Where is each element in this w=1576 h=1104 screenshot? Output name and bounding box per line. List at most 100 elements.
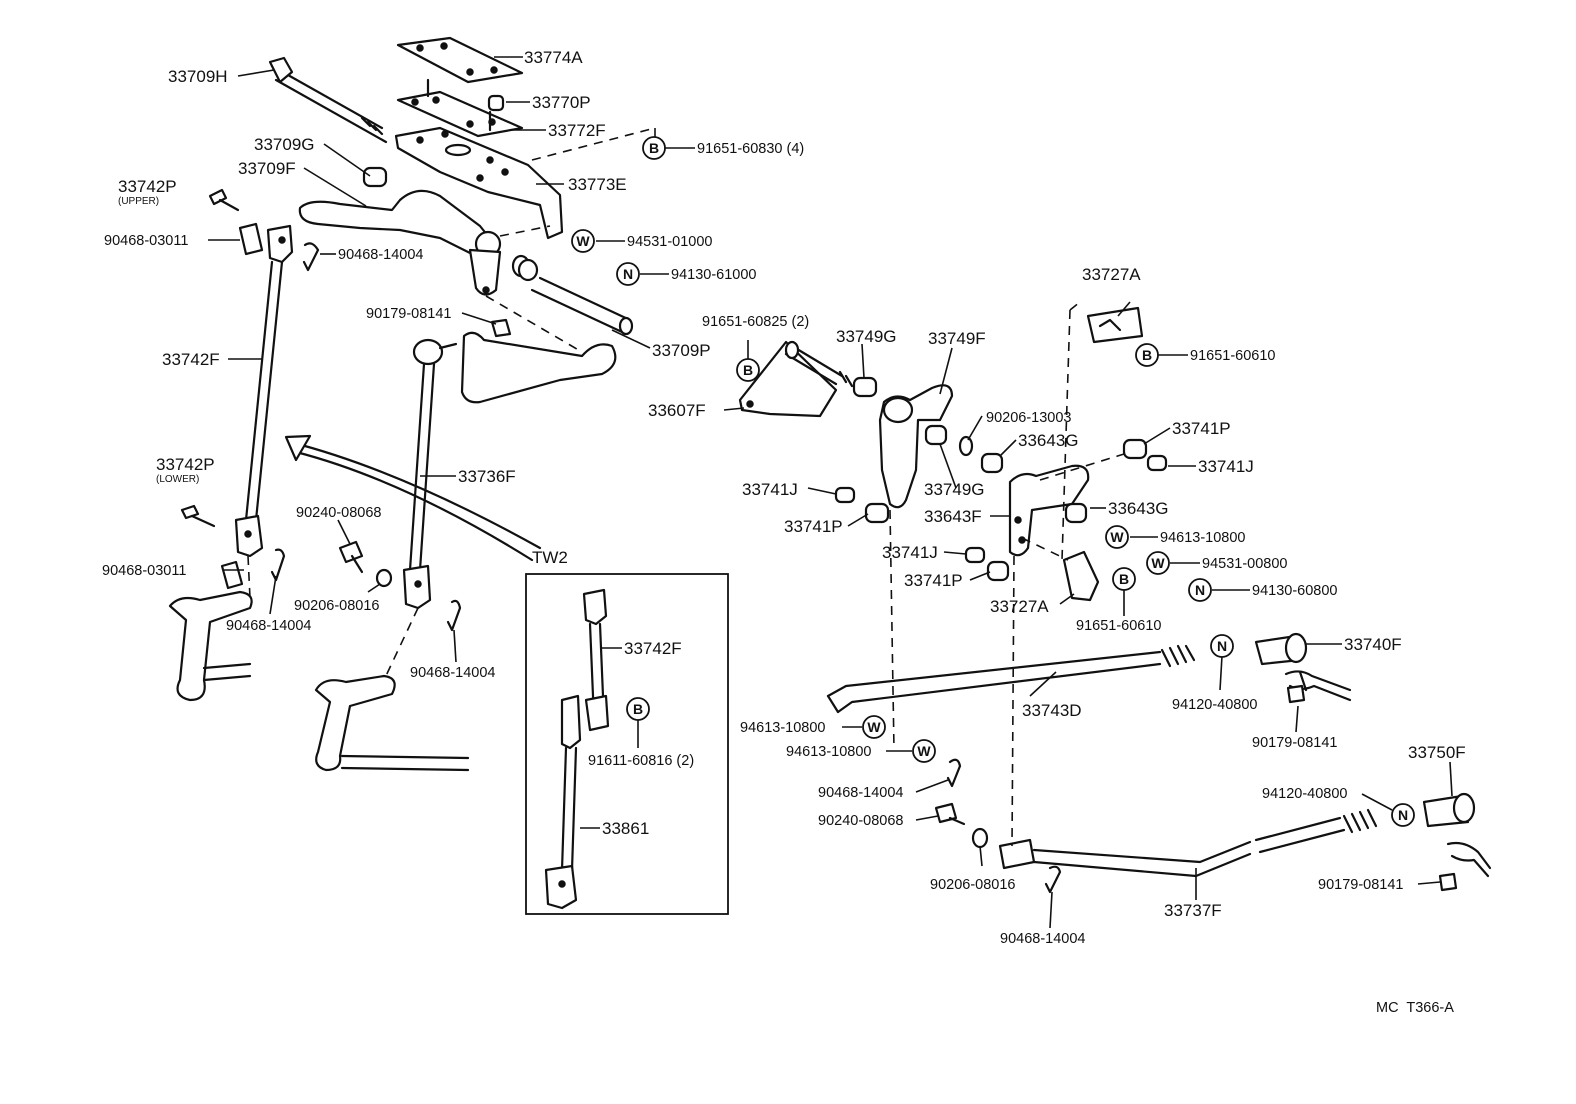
label-33741P-b: 33741P xyxy=(784,517,843,536)
label-33643G-b: 33643G xyxy=(1108,499,1169,518)
washer-symbol: W xyxy=(571,229,595,253)
label-90240-08068-a: 90240-08068 xyxy=(296,505,381,521)
label-33772F: 33772F xyxy=(548,121,606,140)
svg-text:N: N xyxy=(1195,582,1205,598)
label-94130-61000: 94130-61000 xyxy=(671,267,756,283)
label-33607F: 33607F xyxy=(648,401,706,420)
label-90179-08141-b: 90179-08141 xyxy=(1252,735,1337,751)
label-90468-14004-b: 90468-14004 xyxy=(226,618,311,634)
label-tw2: TW2 xyxy=(532,548,568,567)
nut-symbol: N xyxy=(1210,634,1234,658)
label-90468-14004-c: 90468-14004 xyxy=(410,665,495,681)
label-33742F-b: 33742F xyxy=(624,639,682,658)
label-33643G-a: 33643G xyxy=(1018,431,1079,450)
label-33773E: 33773E xyxy=(568,175,627,194)
bolt-symbol: B xyxy=(736,358,760,382)
label-90468-03011-b: 90468-03011 xyxy=(102,563,186,579)
label-33749G-a: 33749G xyxy=(836,327,897,346)
label-91651-60830: 91651-60830 (4) xyxy=(697,141,804,157)
label-91651-60825: 91651-60825 (2) xyxy=(702,314,809,330)
label-90206-13003: 90206-13003 xyxy=(986,410,1071,426)
label-33741P-c: 33741P xyxy=(904,571,963,590)
bolt-symbol: B xyxy=(642,136,666,160)
label-33774A: 33774A xyxy=(524,48,583,67)
label-94531-01000: 94531-01000 xyxy=(627,234,712,250)
upper-bracket-assembly xyxy=(268,36,634,336)
label-33749F: 33749F xyxy=(928,329,986,348)
part-labels: 33709H 33774A 33770P 33772F 91651-60830 … xyxy=(102,48,1466,1016)
svg-text:B: B xyxy=(1119,571,1129,587)
label-33770P: 33770P xyxy=(532,93,591,112)
label-94613-10800-c: 94613-10800 xyxy=(786,744,871,760)
washer-symbol: W xyxy=(1105,525,1129,549)
label-33749G-b: 33749G xyxy=(924,480,985,499)
label-upper-note: (UPPER) xyxy=(118,196,159,207)
label-90468-14004-a: 90468-14004 xyxy=(338,247,423,263)
label-33861: 33861 xyxy=(602,819,649,838)
label-33727A-b: 33727A xyxy=(990,597,1049,616)
label-33709H: 33709H xyxy=(168,67,228,86)
label-33643F: 33643F xyxy=(924,507,982,526)
svg-text:W: W xyxy=(1151,555,1165,571)
label-33742F-a: 33742F xyxy=(162,350,220,369)
label-94613-10800-b: 94613-10800 xyxy=(740,720,825,736)
label-33741J-b: 33741J xyxy=(742,480,798,499)
label-90206-08016-a: 90206-08016 xyxy=(294,598,379,614)
label-33742P-lower: 33742P xyxy=(156,455,215,474)
bolt-symbol: B xyxy=(1135,343,1159,367)
svg-text:B: B xyxy=(743,362,753,378)
label-94531-00800: 94531-00800 xyxy=(1202,556,1287,572)
label-91651-60610-b: 91651-60610 xyxy=(1076,618,1161,634)
label-94130-60800: 94130-60800 xyxy=(1252,583,1337,599)
left-rod-assembly xyxy=(168,188,320,702)
nut-symbol: N xyxy=(1391,803,1415,827)
svg-text:W: W xyxy=(917,743,931,759)
label-94120-40800-b: 94120-40800 xyxy=(1262,786,1347,802)
symbol-markers: B W N B B B W W N B N W W N xyxy=(571,136,1415,827)
label-91611-60816: 91611-60816 (2) xyxy=(588,753,694,769)
leader-lines xyxy=(208,56,1453,929)
nut-symbol: N xyxy=(1188,578,1212,602)
diagram-code: MC T366-A xyxy=(1376,1000,1454,1016)
label-90468-14004-d: 90468-14004 xyxy=(818,785,903,801)
label-33741P-a: 33741P xyxy=(1172,419,1231,438)
label-33742P-upper: 33742P xyxy=(118,177,177,196)
label-33741J-a: 33741J xyxy=(1198,457,1254,476)
label-90179-08141-a: 90179-08141 xyxy=(366,306,451,322)
label-94613-10800-a: 94613-10800 xyxy=(1160,530,1245,546)
label-33709F: 33709F xyxy=(238,159,296,178)
label-90179-08141-c: 90179-08141 xyxy=(1318,877,1403,893)
label-33736F: 33736F xyxy=(458,467,516,486)
svg-text:W: W xyxy=(867,719,881,735)
svg-text:W: W xyxy=(576,233,590,249)
cross-shaft-assembly xyxy=(738,306,1168,602)
label-33709G: 33709G xyxy=(254,135,315,154)
direction-arrow xyxy=(284,434,542,562)
svg-text:N: N xyxy=(623,266,633,282)
svg-text:N: N xyxy=(1398,807,1408,823)
label-33743D: 33743D xyxy=(1022,701,1082,720)
washer-symbol: W xyxy=(912,739,936,763)
label-94120-40800-a: 94120-40800 xyxy=(1172,697,1257,713)
tw2-inset xyxy=(525,573,729,915)
label-90240-08068-b: 90240-08068 xyxy=(818,813,903,829)
washer-symbol: W xyxy=(862,715,886,739)
label-33737F: 33737F xyxy=(1164,901,1222,920)
label-33709P: 33709P xyxy=(652,341,711,360)
label-lower-note: (LOWER) xyxy=(156,474,199,485)
nut-symbol: N xyxy=(616,262,640,286)
assembly-lines xyxy=(247,127,1125,847)
shift-rods xyxy=(826,632,1492,894)
svg-text:N: N xyxy=(1217,638,1227,654)
label-33727A-a: 33727A xyxy=(1082,265,1141,284)
bolt-symbol: B xyxy=(1112,567,1136,591)
svg-text:B: B xyxy=(633,701,643,717)
center-rod-assembly xyxy=(314,318,617,772)
washer-symbol: W xyxy=(1146,551,1170,575)
bolt-symbol: B xyxy=(626,697,650,721)
label-33740F: 33740F xyxy=(1344,635,1402,654)
label-33750F: 33750F xyxy=(1408,743,1466,762)
svg-text:B: B xyxy=(649,140,659,156)
svg-text:W: W xyxy=(1110,529,1124,545)
